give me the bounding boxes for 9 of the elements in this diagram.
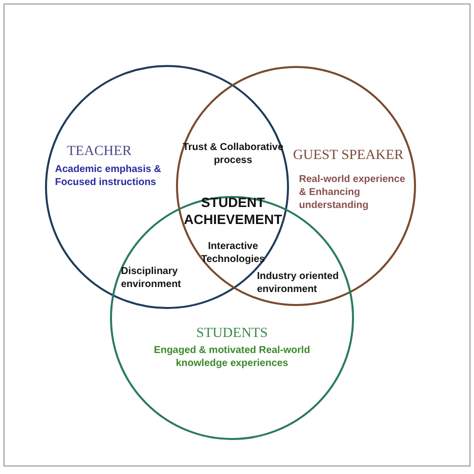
circle-description: Engaged & motivated Real-world knowledge experiences (152, 344, 312, 370)
center-title: STUDENT ACHIEVEMENT (182, 194, 284, 228)
region-label: Disciplinary environment (121, 265, 182, 291)
circle-description: Real-world experience & Enhancing understanding (299, 173, 406, 212)
circle-heading: TEACHER (67, 144, 133, 160)
circle-heading: STUDENTS (195, 326, 269, 342)
region-label: Industry oriented environment (257, 270, 340, 296)
circle-description: Academic emphasis & Focused instructions (55, 163, 162, 189)
circle-heading: GUEST SPEAKER (293, 148, 403, 164)
